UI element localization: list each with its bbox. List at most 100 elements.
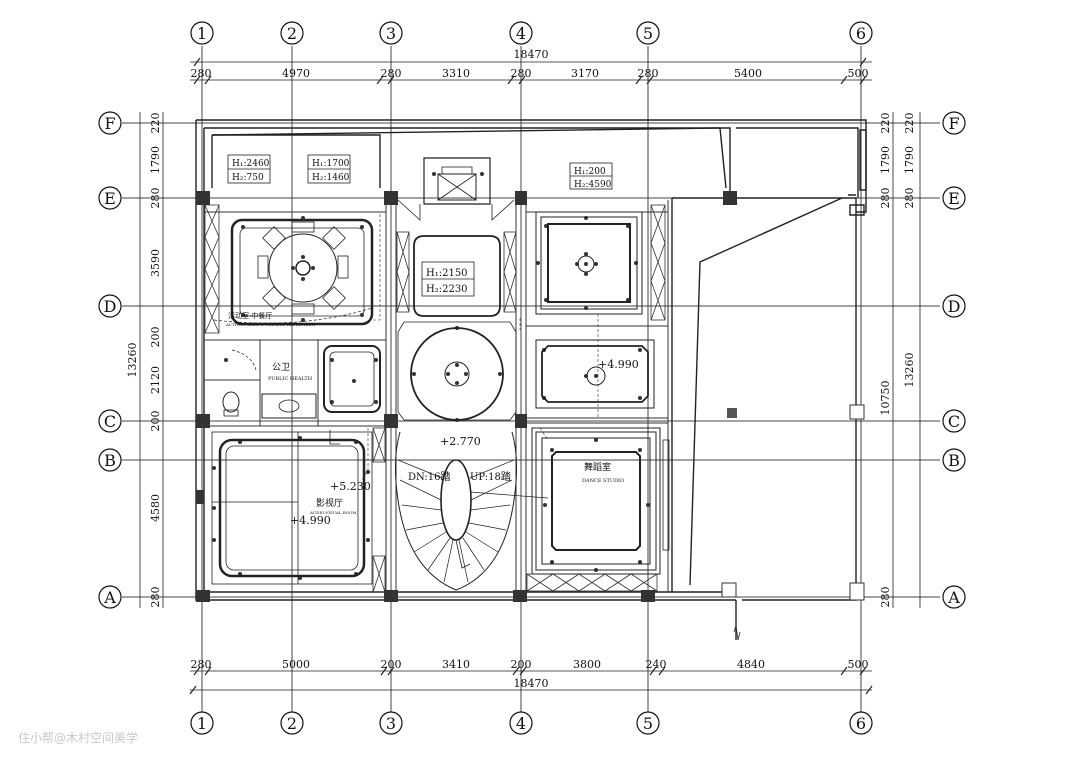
level-stair-landing: +2.770 <box>440 435 481 448</box>
dim-bottom-seg-5: 200 <box>511 658 532 671</box>
dim-right-seg-4: 280 <box>879 587 892 608</box>
theater-ceiling <box>211 430 373 585</box>
room-theater-en: AUDIO-VISUAL ROOM <box>309 510 356 515</box>
dim-top-seg-4: 3310 <box>442 67 470 80</box>
axis-label-F-left: F <box>104 114 115 133</box>
axis-label-D-right: D <box>948 297 961 316</box>
dim-right-seg-1: 220 <box>879 113 892 134</box>
dim-top-seg-5: 280 <box>511 67 532 80</box>
reading-room-ceiling <box>535 211 643 315</box>
axis-label-C-right: C <box>948 412 960 431</box>
dining-ceiling <box>213 218 374 326</box>
dim-right-seg-3: 280 <box>879 188 892 209</box>
axis-label-B-right: B <box>948 451 960 470</box>
axis-label-A-left: A <box>103 588 116 607</box>
axis-label-3-top: 3 <box>386 24 396 43</box>
room-dance-cn: 舞蹈室 <box>584 461 611 473</box>
dim-right-seg-7: 280 <box>903 188 916 209</box>
axis-label-D-left: D <box>104 297 117 316</box>
dim-left-seg-6: 2120 <box>149 366 162 394</box>
axis-label-1-top: 1 <box>197 24 207 43</box>
foyer-ceiling <box>397 235 517 421</box>
dim-right-seg-2: 1790 <box>879 146 892 174</box>
stair-down-label: DN:16踏 <box>408 470 451 483</box>
dim-right-seg-5: 220 <box>903 113 916 134</box>
elevator-shaft <box>397 157 515 221</box>
dimension-ticks <box>189 57 873 695</box>
axis-label-4-bottom: 4 <box>516 714 526 733</box>
axis-label-F-right: F <box>948 114 959 133</box>
watermark: 住小帮@木村空间美学 <box>18 730 138 745</box>
dim-bottom-seg-8: 4840 <box>737 658 765 671</box>
axis-label-2-bottom: 2 <box>287 714 297 733</box>
axis-label-3-bottom: 3 <box>386 714 396 733</box>
dim-top-seg-9: 500 <box>848 67 869 80</box>
dim-left-seg-8: 4580 <box>149 494 162 522</box>
dim-top-seg-2: 4970 <box>282 67 310 80</box>
dim-bottom-seg-2: 5000 <box>282 658 310 671</box>
columns <box>196 191 737 602</box>
dance-studio-ceiling <box>531 427 670 575</box>
staircase <box>394 431 549 591</box>
ceiling-height-tags <box>227 154 613 297</box>
dim-top-seg-6: 3170 <box>571 67 599 80</box>
room-bath-en: PUBLIC HEALTH <box>268 376 313 382</box>
electrical-lines <box>361 214 599 481</box>
dim-top-seg-3: 280 <box>381 67 402 80</box>
hollow-columns <box>721 404 865 601</box>
room-bath-cn: 公卫 <box>272 362 290 373</box>
axis-bubbles <box>98 21 966 735</box>
dim-left-seg-1: 220 <box>149 113 162 134</box>
dim-right-seg-6: 1790 <box>903 146 916 174</box>
height-tag-1-h1: H₁:2460 <box>232 159 270 169</box>
interior-walls <box>204 200 669 592</box>
dim-top-seg-8: 5400 <box>734 67 762 80</box>
room-dining-cn: 活动室·中餐厅 <box>228 311 272 320</box>
dim-left-total: 13260 <box>126 343 139 378</box>
height-tag-3-h2: H₂:4590 <box>574 180 612 190</box>
dim-bottom-total: 18470 <box>514 677 549 690</box>
dim-left-seg-9: 280 <box>149 587 162 608</box>
axis-label-C-left: C <box>104 412 116 431</box>
bathroom <box>222 345 381 419</box>
axis-label-E-right: E <box>948 189 960 208</box>
level-theater-upper: +5.230 <box>330 480 371 493</box>
room-dining-en: ACTIVITY AREA & CHINESE RESTAURANT <box>225 322 316 327</box>
height-tag-3-h1: H₁:200 <box>574 167 606 177</box>
lounge-ceiling <box>535 339 655 409</box>
dim-bottom-seg-6: 3800 <box>573 658 601 671</box>
axis-label-2-top: 2 <box>287 24 297 43</box>
dim-bottom-seg-3: 200 <box>381 658 402 671</box>
dim-top-total: 18470 <box>514 48 549 61</box>
room-dance-en: DANCE STUDIO <box>582 478 624 484</box>
axis-label-5-bottom: 5 <box>643 714 653 733</box>
height-tag-2-h2: H₂:1460 <box>312 173 350 183</box>
axis-label-4-top: 4 <box>516 24 526 43</box>
axis-label-E-left: E <box>104 189 116 208</box>
dim-right-total: 13260 <box>903 353 916 388</box>
axis-label-5-top: 5 <box>643 24 653 43</box>
axis-label-B-left: B <box>104 451 116 470</box>
break-line <box>733 625 741 641</box>
dim-bottom-seg-1: 280 <box>191 658 212 671</box>
axis-label-1-bottom: 1 <box>197 714 207 733</box>
axis-label-A-right: A <box>947 588 960 607</box>
height-tag-4-h2: H₂:2230 <box>426 284 468 295</box>
stair-up-label: UP:18踏 <box>470 470 511 483</box>
level-dance-ceiling: +4.990 <box>598 358 639 371</box>
axis-label-6-bottom: 6 <box>856 714 866 733</box>
dim-top-seg-1: 280 <box>191 67 212 80</box>
dim-top-seg-7: 280 <box>638 67 659 80</box>
dim-left-seg-7: 200 <box>149 411 162 432</box>
level-theater-lower: +4.990 <box>290 514 331 527</box>
dim-bottom-seg-4: 3410 <box>442 658 470 671</box>
room-theater-cn: 影视厅 <box>316 497 343 509</box>
dim-left-seg-4: 3590 <box>149 249 162 277</box>
dim-bottom-seg-7: 240 <box>646 658 667 671</box>
dim-left-seg-2: 1790 <box>149 146 162 174</box>
dim-bottom-seg-9: 500 <box>848 658 869 671</box>
axis-label-6-top: 6 <box>856 24 866 43</box>
dim-right-inner: 10750 <box>879 381 892 416</box>
height-tag-4-h1: H₁:2150 <box>426 268 468 279</box>
